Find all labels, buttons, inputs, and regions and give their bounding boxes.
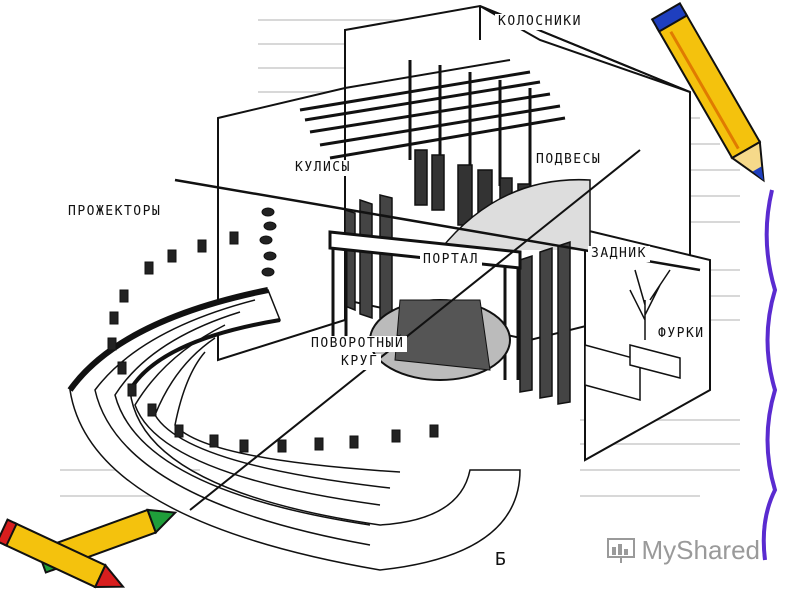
watermark-text: MyShared <box>641 534 761 565</box>
label-zadnik: ЗАДНИК <box>588 246 650 262</box>
purple-border-line <box>761 189 778 561</box>
label-kulisy: КУЛИСЫ <box>292 160 354 176</box>
label-povorotny: ПОВОРОТНЫЙ <box>308 336 408 352</box>
watermark: MyShared <box>606 532 761 568</box>
label-furki: ФУРКИ <box>655 326 708 342</box>
furki-wagon <box>584 269 681 401</box>
presentation-icon <box>606 538 635 563</box>
label-portal: ПОРТАЛ <box>420 252 482 268</box>
axis-line-2 <box>189 149 641 511</box>
spotlights <box>107 207 439 453</box>
crayons-icon <box>0 508 178 589</box>
pencil-icon <box>650 2 765 183</box>
label-krug: КРУГ <box>338 354 382 370</box>
figure-letter: Б <box>492 551 511 569</box>
auditorium-rows <box>67 287 521 571</box>
label-podvesy: ПОДВЕСЫ <box>533 152 605 168</box>
fly-grid-bars <box>299 60 566 192</box>
label-kolosniki: КОЛОСНИКИ <box>495 14 585 30</box>
label-prozhektory: ПРОЖЕКТОРЫ <box>65 204 165 220</box>
